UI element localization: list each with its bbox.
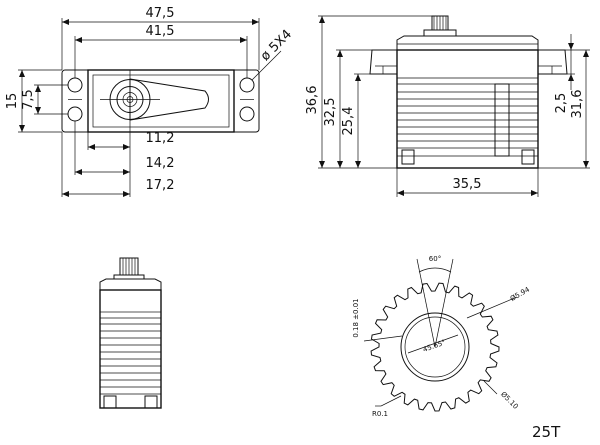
front-case-outline	[99, 289, 162, 409]
gear-inner-bore	[400, 312, 470, 382]
dim-hole-spacing: 41,5	[146, 24, 175, 39]
spline-tooth-count: 25T	[532, 423, 561, 441]
gear-detail: 60° 0.18 ±0.01 Ø5.94 45.65° Ø5.10 R0.1	[352, 255, 532, 418]
dim-total-height: 36,6	[305, 86, 320, 115]
gear-root-radius: R0.1	[372, 410, 388, 418]
dim-mount-height: 31,6	[570, 90, 585, 119]
mount-hole-icon	[67, 106, 83, 122]
mount-hole-icon	[239, 77, 255, 93]
gear-tolerance: 0.18 ±0.01	[352, 298, 360, 337]
hole-spec: ø 5X4	[258, 27, 295, 64]
gear-inner-bore-edge	[404, 316, 466, 378]
servo-body-outline	[87, 69, 235, 133]
mount-hole-icon	[67, 77, 83, 93]
mounting-flange-outline	[61, 69, 260, 133]
front-view	[99, 257, 162, 409]
dim-offset-outer: 17,2	[146, 178, 175, 193]
dim-hole-rows: 7,5	[21, 89, 36, 110]
front-foot-left	[103, 395, 117, 409]
case-foot-right	[521, 149, 535, 165]
dim-case-height: 25,4	[341, 107, 356, 136]
hole-leader	[251, 50, 282, 81]
dim-flange-height: 32,5	[323, 98, 338, 127]
servo-case-outline	[396, 49, 539, 169]
dim-shaft-offset: 11,2	[146, 131, 175, 146]
dim-body-length: 35,5	[453, 177, 482, 192]
spline-gear-icon	[370, 282, 500, 412]
dim-overall-height: 15	[5, 93, 20, 110]
side-view: 36,6 32,5 25,4 2,5 31,6 35,5	[305, 15, 590, 197]
dim-flange-thickness: 2,5	[554, 93, 569, 114]
front-foot-right	[144, 395, 158, 409]
gear-outer-diameter: Ø5.94	[509, 285, 532, 303]
front-case-top	[99, 278, 162, 290]
dim-overall-width: 47,5	[146, 6, 175, 21]
gearbox-top-outline	[396, 35, 539, 50]
cooling-fins	[397, 91, 538, 149]
gear-inner-diameter: Ø5.10	[499, 390, 520, 411]
servo-horn-icon	[129, 78, 209, 121]
flange-right-outline	[538, 49, 568, 75]
dim-offset-mid: 14,2	[146, 156, 175, 171]
servo-body-inner-outline	[92, 74, 230, 128]
gear-tooth-angle: 60°	[429, 255, 441, 263]
flange-left-outline	[369, 49, 397, 75]
top-view: 47,5 41,5 11,2 14,2 17,2 15 7,5 ø 5X4	[5, 6, 295, 197]
case-foot-left	[401, 149, 415, 165]
gear-pressure-angle: 45.65°	[422, 338, 447, 354]
mount-hole-icon	[239, 106, 255, 122]
front-flange-outline	[99, 289, 162, 313]
